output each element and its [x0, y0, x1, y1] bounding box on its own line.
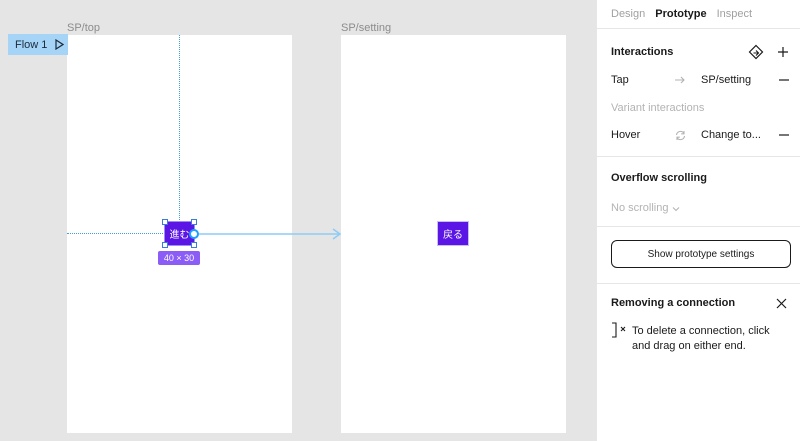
- close-icon[interactable]: [773, 295, 789, 311]
- size-badge: 40 × 30: [158, 251, 200, 265]
- divider: [597, 28, 800, 29]
- panel-tabs: Design Prototype Inspect: [597, 0, 800, 28]
- swap-icon: [673, 128, 687, 142]
- removing-connection-title: Removing a connection: [611, 297, 736, 309]
- show-prototype-settings-button[interactable]: Show prototype settings: [611, 240, 791, 268]
- frame-label-sp-setting[interactable]: SP/setting: [341, 22, 392, 34]
- connection-node[interactable]: [189, 229, 199, 239]
- remove-interaction-icon[interactable]: [777, 128, 791, 142]
- frame-label-sp-top[interactable]: SP/top: [67, 22, 101, 34]
- removing-connection-help: To delete a connection, click and drag o…: [632, 325, 770, 352]
- vertical-guide: [179, 35, 180, 222]
- canvas[interactable]: SP/top SP/setting Flow 1 進む 40 × 30 戻る: [0, 0, 596, 441]
- remove-interaction-icon[interactable]: [777, 73, 791, 87]
- modoru-button[interactable]: 戻る: [438, 222, 468, 245]
- chevron-down-icon: [672, 199, 680, 217]
- overflow-scrolling-select[interactable]: No scrolling: [611, 199, 680, 217]
- overflow-scrolling-title: Overflow scrolling: [611, 172, 707, 184]
- divider: [597, 156, 800, 157]
- tab-inspect[interactable]: Inspect: [716, 8, 753, 20]
- resize-handle-top-left[interactable]: [162, 219, 168, 225]
- overflow-scrolling-value: No scrolling: [611, 202, 669, 214]
- variant-interactions-label: Variant interactions: [611, 102, 705, 114]
- trigger-hover[interactable]: Hover: [611, 129, 641, 141]
- arrow-right-icon: [673, 74, 687, 86]
- delete-connection-icon: [611, 322, 629, 338]
- flow-label: Flow 1: [15, 38, 48, 51]
- horizontal-guide: [67, 233, 165, 234]
- flow-starting-point[interactable]: Flow 1: [8, 34, 68, 55]
- action-change-to[interactable]: Change to...: [701, 129, 761, 141]
- divider: [597, 226, 800, 227]
- resize-handle-bottom-left[interactable]: [162, 242, 168, 248]
- properties-panel: Design Prototype Inspect Interactions Ta…: [596, 0, 800, 441]
- tab-prototype[interactable]: Prototype: [655, 8, 707, 20]
- divider: [597, 283, 800, 284]
- resize-handle-bottom-right[interactable]: [191, 242, 197, 248]
- add-interaction-icon[interactable]: [775, 44, 791, 60]
- action-target-sp-setting[interactable]: SP/setting: [701, 74, 752, 86]
- flow-select-icon[interactable]: [747, 43, 765, 61]
- susumu-button[interactable]: 進む: [165, 222, 194, 245]
- connection-arrow[interactable]: [0, 0, 596, 441]
- resize-handle-top-right[interactable]: [191, 219, 197, 225]
- interactions-title: Interactions: [611, 46, 674, 58]
- play-icon[interactable]: [55, 39, 65, 50]
- trigger-tap[interactable]: Tap: [611, 74, 629, 86]
- tab-design[interactable]: Design: [611, 8, 646, 20]
